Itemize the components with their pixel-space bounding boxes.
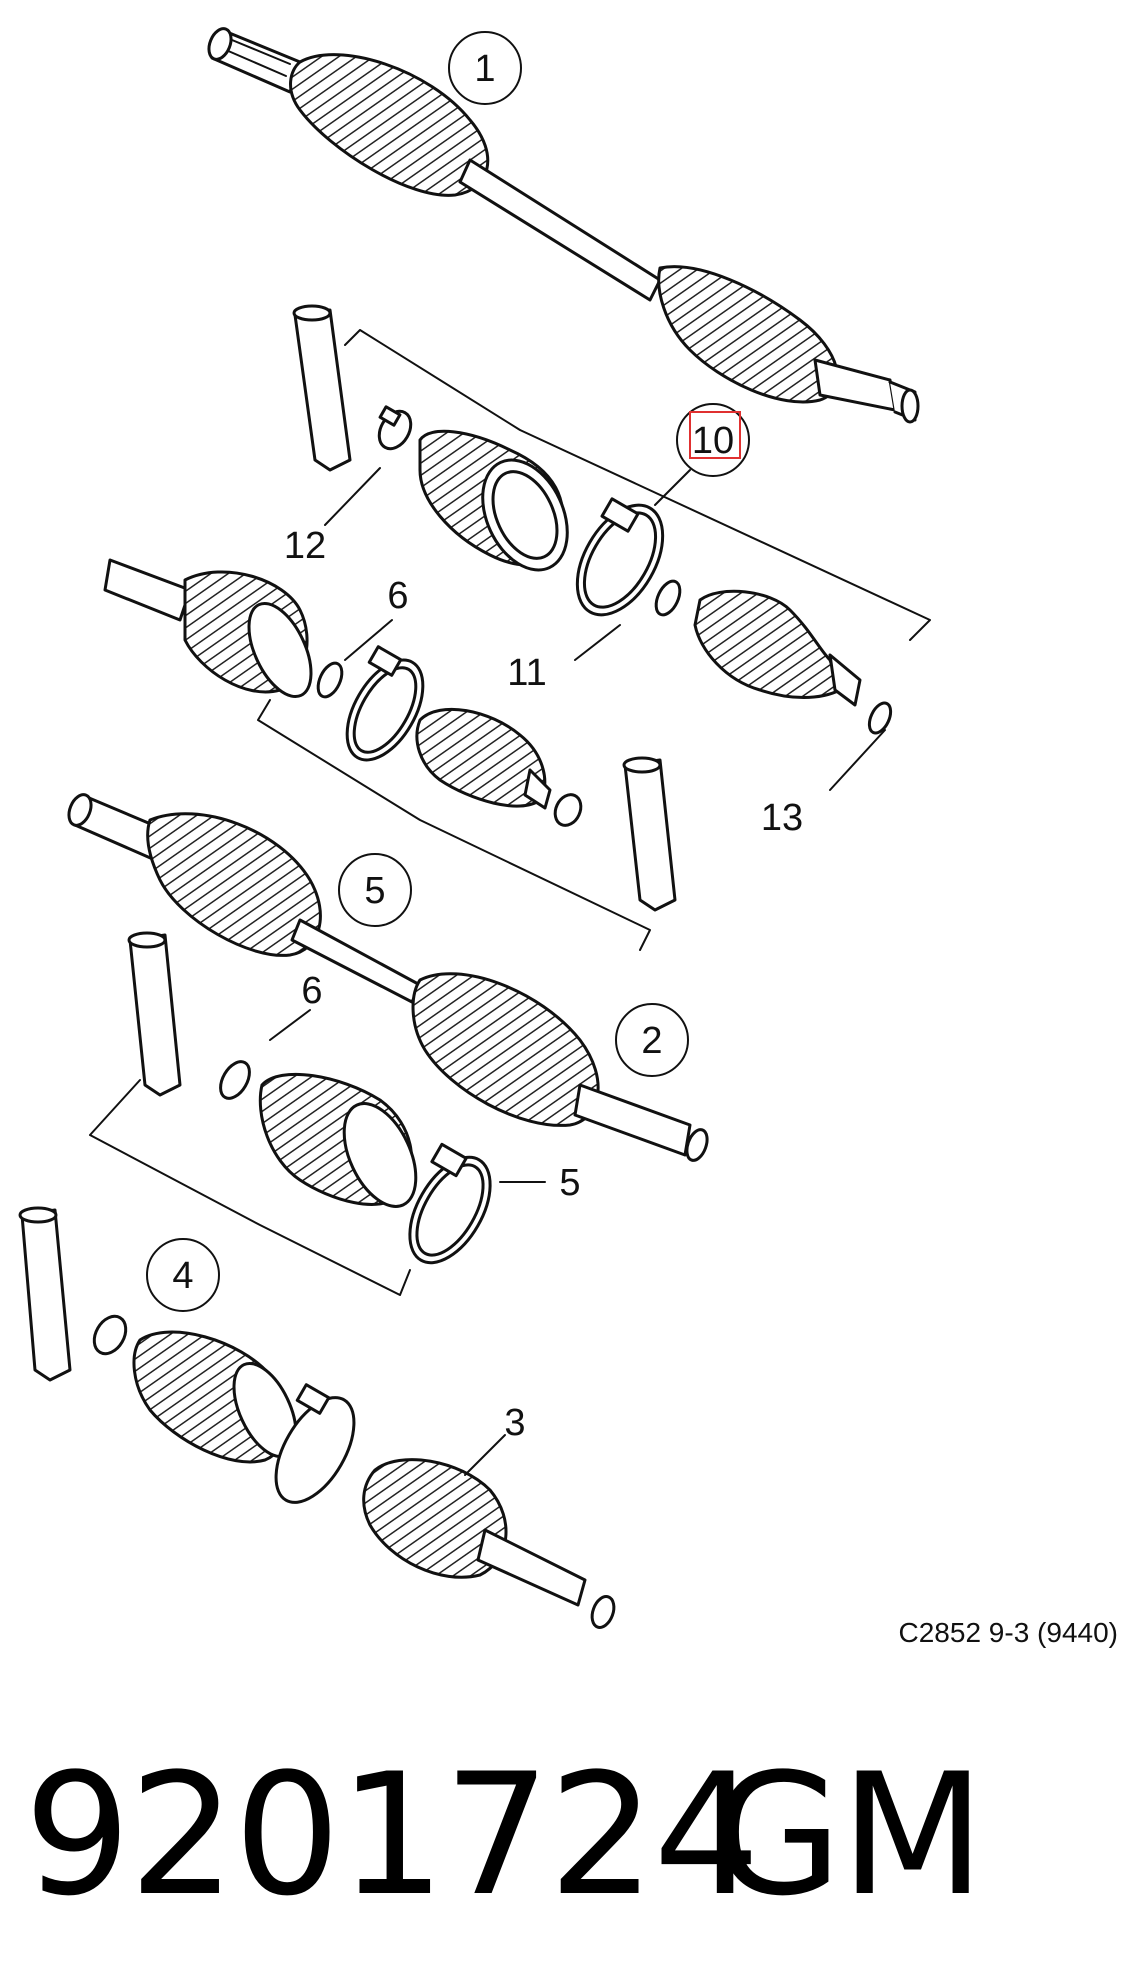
boot-kit-10: [292, 304, 931, 735]
highlight-box: [689, 411, 741, 459]
svg-text:5: 5: [559, 1162, 580, 1204]
driveshaft-assembly-2: [67, 793, 709, 1162]
callout-10: 10: [676, 403, 750, 477]
callout-1: 1: [448, 31, 522, 105]
svg-text:2: 2: [641, 1020, 662, 1062]
svg-text:12: 12: [284, 525, 326, 567]
callout-3: 3: [504, 1402, 525, 1444]
figure-code: C2852 9-3 (9440): [899, 1617, 1118, 1648]
leader-lines: [269, 467, 886, 1476]
svg-text:6: 6: [387, 575, 408, 617]
svg-text:11: 11: [507, 652, 546, 694]
exploded-driveshaft-diagram: 1 10 12 6 11 13 5 6 2 3 6 5 4 4 3 C2852 …: [18, 27, 1118, 1648]
callout-2: 2: [615, 1003, 689, 1077]
svg-text:4: 4: [172, 1255, 193, 1297]
callout-12: 12: [284, 525, 326, 567]
part-number: 9201724: [24, 1737, 760, 1933]
callout-9: 6: [387, 575, 408, 617]
boot-kit-4: [89, 931, 492, 1296]
svg-text:13: 13: [761, 797, 803, 839]
boot-kit-8: [103, 558, 677, 951]
callout-11: 11: [507, 652, 546, 694]
callout-6: 6: [301, 970, 322, 1012]
svg-text:1: 1: [474, 48, 495, 90]
callout-13: 13: [761, 797, 803, 839]
brand-label: GM: [712, 1737, 985, 1933]
svg-text:6: 6: [301, 970, 322, 1012]
callout-5-label: 5: [559, 1162, 580, 1204]
driveshaft-assembly-1: [207, 27, 920, 424]
inner-joint-assembly-3: [18, 1206, 616, 1629]
svg-text:3: 3: [504, 1402, 525, 1444]
callout-4: 4 4: [146, 1238, 220, 1312]
svg-text:10: 10: [692, 420, 734, 462]
callout-8: 5: [338, 853, 412, 927]
svg-text:5: 5: [364, 870, 385, 912]
